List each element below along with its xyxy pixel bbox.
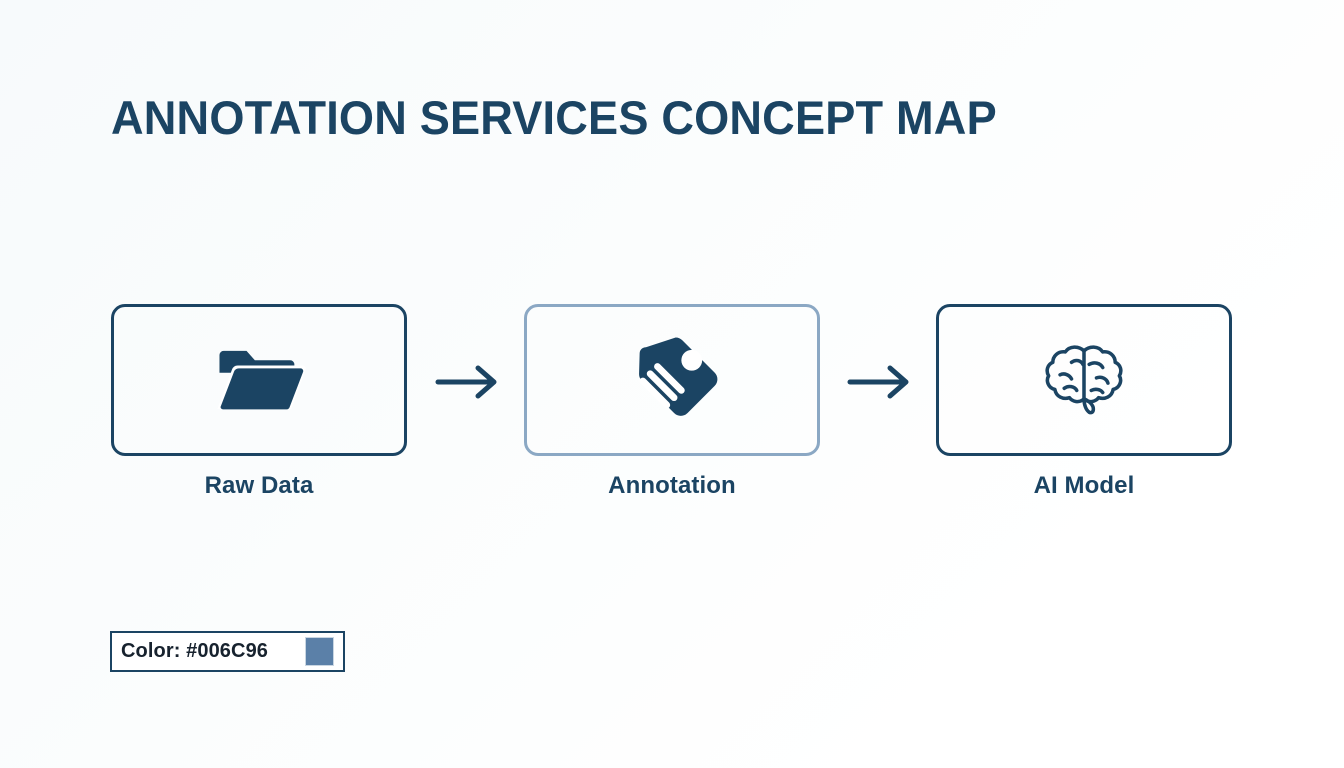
folder-icon [207, 328, 311, 432]
flow-node-label-raw-data: Raw Data [204, 472, 314, 499]
color-legend-label: Color: #006C96 [121, 640, 269, 662]
arrow-right-icon [434, 360, 506, 404]
color-swatch [305, 637, 334, 666]
arrow-right-icon [846, 360, 918, 404]
flow-node-raw-data[interactable] [111, 304, 407, 456]
brain-icon [1032, 328, 1136, 432]
flow-node-annotation[interactable] [524, 304, 820, 456]
flow-node-label-ai-model: AI Model [1033, 472, 1135, 499]
flow-node-ai-model[interactable] [936, 304, 1232, 456]
flow-node-label-annotation: Annotation [608, 472, 736, 499]
color-legend: Color: #006C96 [110, 631, 345, 672]
tag-icon [620, 328, 724, 432]
page-title: ANNOTATION SERVICES CONCEPT MAP [111, 91, 997, 144]
